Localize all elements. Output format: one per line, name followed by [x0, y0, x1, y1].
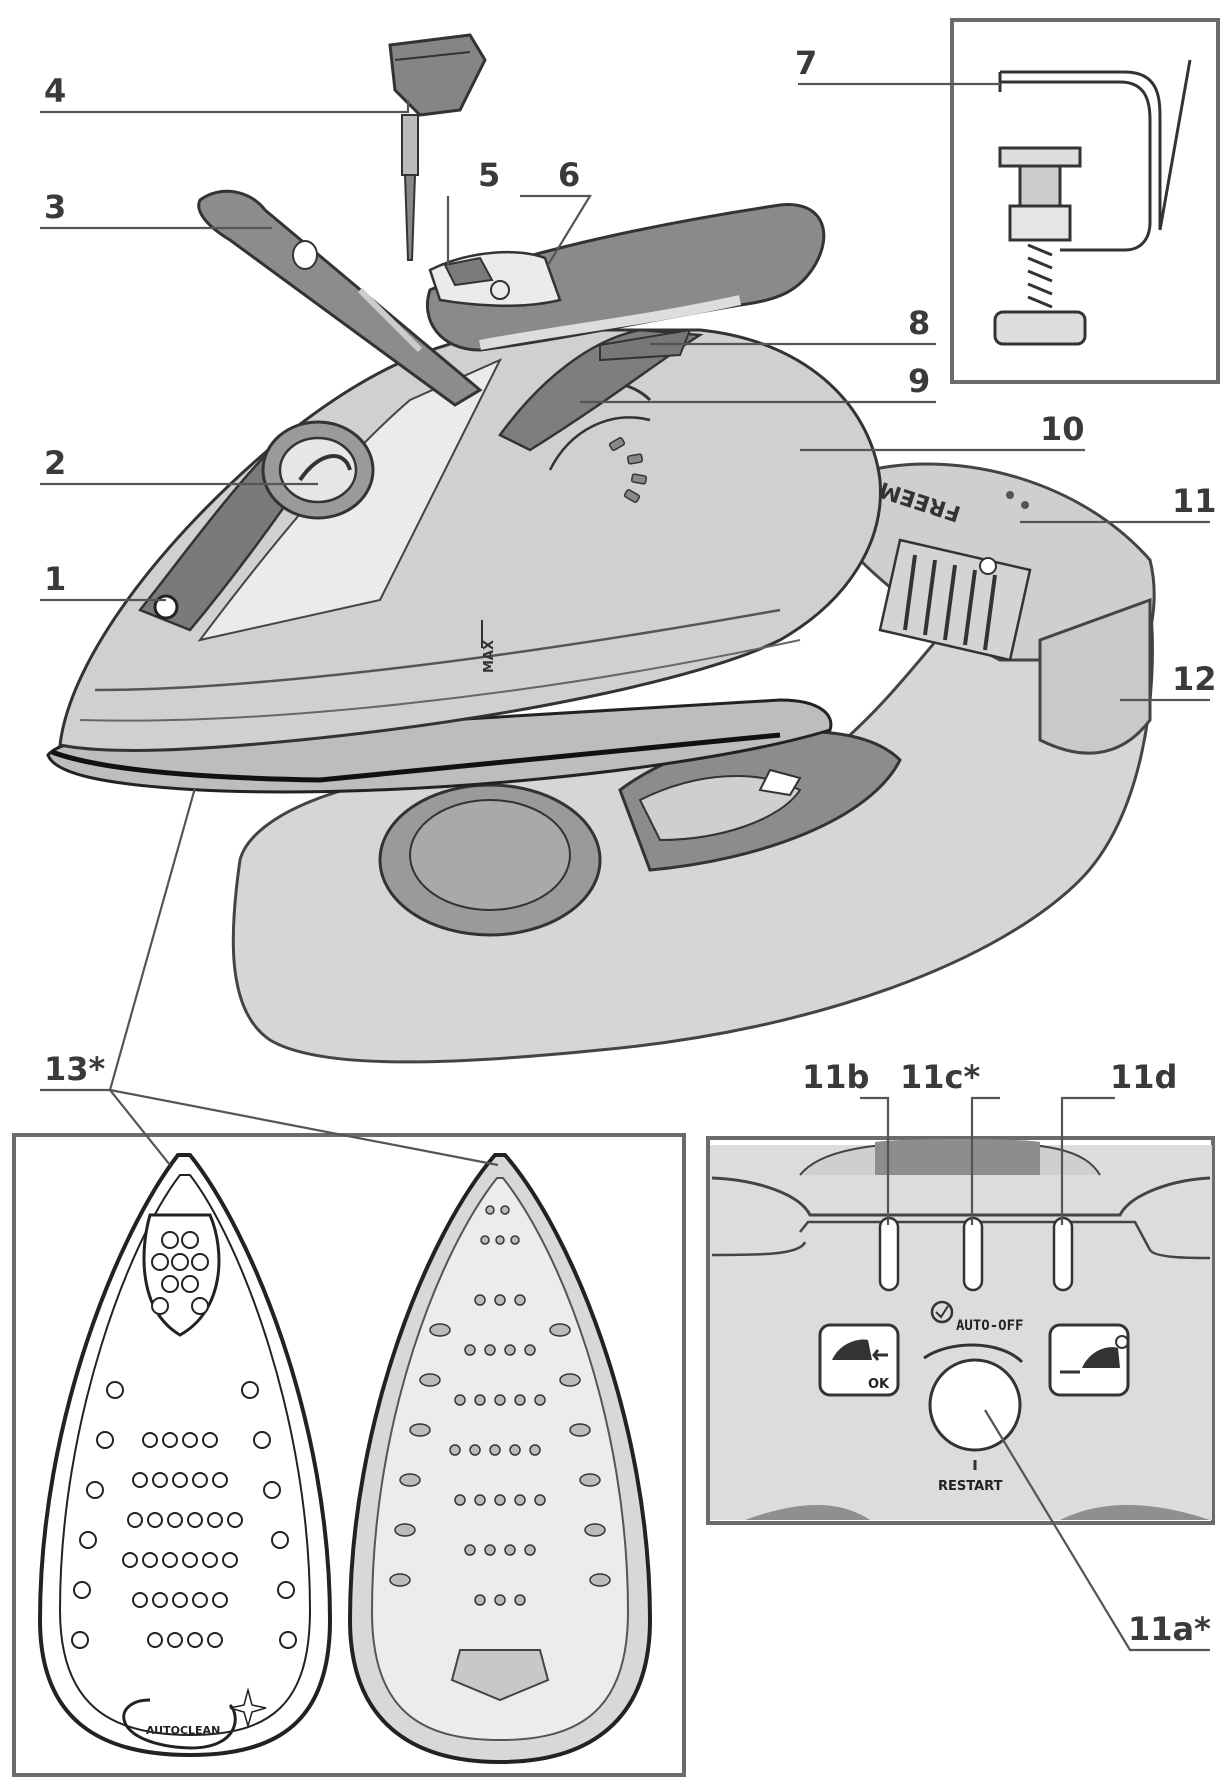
led-11c: [962, 1216, 984, 1292]
max-level-mark: MAX: [482, 640, 497, 673]
callout-numbers: 1 2 3 4 5 6 7 8 9 10 11 12 13* 11b 11c* …: [44, 44, 1217, 1648]
clamp-inset: [950, 18, 1220, 384]
callout-4: 4: [44, 72, 66, 110]
callout-5: 5: [478, 156, 500, 194]
restart-dial[interactable]: [928, 1358, 1022, 1452]
callout-11c: 11c*: [900, 1058, 981, 1096]
callout-9: 9: [908, 362, 930, 400]
cleaning-pin: [388, 33, 487, 261]
restart-label: RESTART: [938, 1479, 1003, 1494]
callout-3: 3: [44, 188, 66, 226]
callout-7: 7: [795, 44, 817, 82]
callout-1: 1: [44, 560, 66, 598]
led-11b: [878, 1216, 900, 1292]
ok-label: OK: [868, 1377, 890, 1392]
callout-12: 12: [1172, 660, 1217, 698]
callout-2: 2: [44, 444, 66, 482]
callout-11a: 11a*: [1128, 1610, 1211, 1648]
callout-6: 6: [558, 156, 580, 194]
autoclean-label: AUTOCLEAN: [146, 1724, 220, 1737]
control-panel-inset: OK AUTO-OFF RESTART: [706, 1136, 1215, 1525]
iron-body: MAX: [46, 33, 882, 794]
iron-heat-icon: [1048, 1323, 1130, 1397]
iron-dock-ok-icon: OK: [818, 1323, 900, 1397]
led-11d: [1052, 1216, 1074, 1292]
callout-11b: 11b: [802, 1058, 869, 1096]
callout-13: 13*: [44, 1050, 106, 1088]
callout-10: 10: [1040, 410, 1085, 448]
clock-check-icon: [930, 1300, 954, 1324]
base-dock: FREEMOVE: [231, 460, 1156, 1064]
auto-off-label: AUTO-OFF: [956, 1318, 1023, 1334]
leader-lines: [40, 82, 1210, 1652]
callout-8: 8: [908, 304, 930, 342]
callout-11: 11: [1172, 482, 1217, 520]
soleplate-inset: AUTOCLEAN: [12, 1133, 686, 1777]
callout-11d: 11d: [1110, 1058, 1177, 1096]
